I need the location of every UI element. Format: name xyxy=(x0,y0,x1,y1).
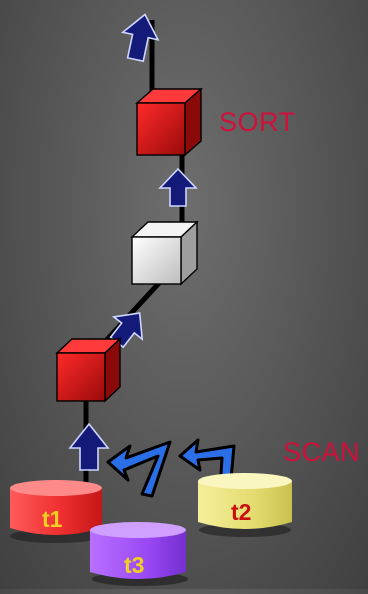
table-t3-cylinder xyxy=(90,522,188,586)
flow-arrow-t2-bent xyxy=(178,438,236,492)
flow-arrow-t3-bent xyxy=(106,440,172,498)
sort-operator-cube xyxy=(135,87,203,157)
sort-operator-label: SORT xyxy=(219,107,296,137)
flow-arrow-top xyxy=(120,13,160,63)
scan-operator-label: SCAN xyxy=(283,437,361,467)
join-operator-cube xyxy=(55,337,122,403)
edge-mid-low xyxy=(100,280,162,347)
table-t1-label: t1 xyxy=(42,506,63,532)
intermediate-operator-cube xyxy=(130,220,199,286)
table-t2-label: t2 xyxy=(231,499,251,525)
flow-arrow-scan-t1 xyxy=(68,422,110,471)
table-t2-cylinder xyxy=(198,473,292,537)
flow-arrow-sort-in xyxy=(158,167,198,207)
table-t3-label: t3 xyxy=(124,552,144,578)
table-t1-cylinder xyxy=(10,480,102,543)
